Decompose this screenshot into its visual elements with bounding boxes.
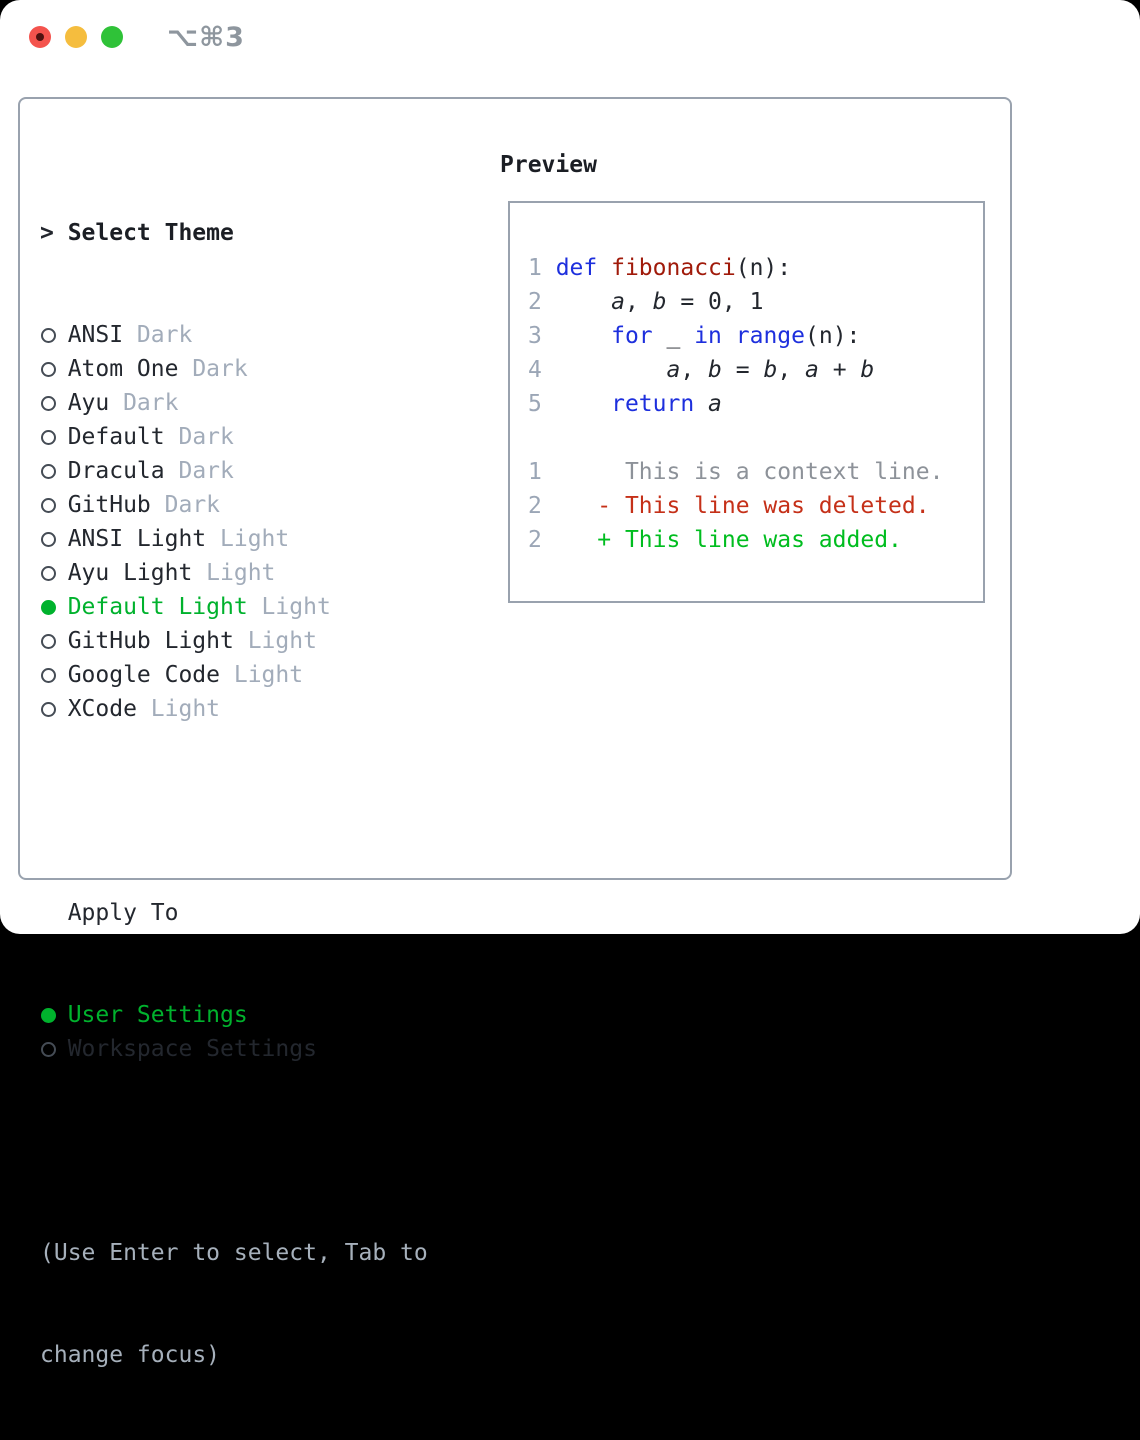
option-label: Ayu bbox=[67, 390, 110, 416]
line-number: 3 bbox=[528, 323, 556, 349]
radio-icon bbox=[40, 998, 68, 1032]
option-variant-label: Dark bbox=[164, 458, 234, 484]
option-label: Ayu Light bbox=[67, 560, 193, 586]
theme-option-google-code[interactable]: Google Code Light bbox=[40, 658, 428, 692]
apply-option-workspace-settings[interactable]: Workspace Settings bbox=[40, 1032, 428, 1066]
preview-code-line: 5 return a bbox=[528, 391, 722, 417]
close-button-dot bbox=[36, 33, 44, 41]
preview-pane: 1 def fibonacci(n): 2 a, b = 0, 1 3 for _ … bbox=[508, 201, 985, 603]
option-variant-label: Dark bbox=[123, 322, 193, 348]
radio-icon bbox=[40, 352, 68, 386]
theme-option-ayu[interactable]: Ayu Dark bbox=[40, 386, 428, 420]
theme-option-dracula[interactable]: Dracula Dark bbox=[40, 454, 428, 488]
app-window: ⌥⌘3 > Select Theme ANSI Dark Atom One Dar… bbox=[0, 0, 1140, 1368]
theme-option-default[interactable]: Default Dark bbox=[40, 420, 428, 454]
line-number: 1 bbox=[528, 255, 556, 281]
radio-icon bbox=[40, 522, 68, 556]
preview-code: 1 def fibonacci(n): 2 a, b = 0, 1 3 for _ … bbox=[528, 251, 943, 557]
option-label: GitHub Light bbox=[67, 628, 234, 654]
option-variant-label: Light bbox=[136, 696, 221, 722]
theme-option-github-light[interactable]: GitHub Light Light bbox=[40, 624, 428, 658]
window-title: ⌥⌘3 bbox=[167, 22, 245, 53]
option-variant-label: Dark bbox=[109, 390, 179, 416]
spacer-row bbox=[40, 794, 428, 828]
option-label: Atom One bbox=[67, 356, 179, 382]
radio-icon bbox=[40, 658, 68, 692]
option-label: XCode bbox=[67, 696, 137, 722]
option-variant-label: Dark bbox=[164, 424, 234, 450]
option-label: Default bbox=[67, 424, 165, 450]
option-variant-label: Light bbox=[206, 526, 290, 552]
select-theme-header: > Select Theme bbox=[40, 216, 428, 250]
radio-icon bbox=[40, 454, 68, 488]
theme-option-atom-one[interactable]: Atom One Dark bbox=[40, 352, 428, 386]
line-number: 2 bbox=[528, 493, 556, 519]
theme-picker-panel: > Select Theme ANSI Dark Atom One Dark Ay… bbox=[18, 97, 1012, 1368]
option-label: Workspace Settings bbox=[67, 1036, 317, 1062]
preview-code-line bbox=[528, 421, 943, 455]
theme-option-xcode[interactable]: XCode Light bbox=[40, 692, 428, 726]
option-label: ANSI Light bbox=[67, 526, 207, 552]
theme-option-default-light[interactable]: Default Light Light bbox=[40, 590, 428, 624]
preview-code-line: 4 a, b = b, a + b bbox=[528, 357, 875, 383]
select-theme-title: Select Theme bbox=[67, 220, 234, 246]
preview-title: Preview bbox=[500, 152, 597, 178]
theme-option-github[interactable]: GitHub Dark bbox=[40, 488, 428, 522]
title-bar: ⌥⌘3 bbox=[0, 0, 1140, 74]
selection-arrow: > bbox=[40, 220, 54, 246]
theme-picker-left-column: > Select Theme ANSI Dark Atom One Dark Ay… bbox=[40, 148, 428, 1440]
apply-to-header: Apply To bbox=[40, 896, 428, 930]
preview-code-line: 1 This is a context line. bbox=[528, 459, 944, 485]
minimize-button[interactable] bbox=[65, 26, 87, 48]
spacer-row bbox=[40, 1134, 428, 1168]
apply-to-title: Apply To bbox=[67, 900, 179, 926]
zoom-button[interactable] bbox=[101, 26, 123, 48]
theme-list: ANSI Dark Atom One Dark Ayu Dark Default… bbox=[40, 318, 428, 726]
line-number: 2 bbox=[528, 527, 556, 553]
option-variant-label: Light bbox=[247, 594, 331, 620]
radio-icon bbox=[40, 1032, 68, 1066]
line-number: 4 bbox=[528, 357, 556, 383]
option-label: Google Code bbox=[67, 662, 221, 688]
hint-line-1: (Use Enter to select, Tab to bbox=[40, 1240, 428, 1266]
option-label: User Settings bbox=[67, 1002, 248, 1028]
preview-code-line: 2 - This line was deleted. bbox=[528, 493, 930, 519]
option-label: Dracula bbox=[67, 458, 165, 484]
radio-icon bbox=[40, 488, 68, 522]
preview-code-line: 2 a, b = 0, 1 bbox=[528, 289, 764, 315]
radio-icon bbox=[40, 556, 68, 590]
preview-code-line: 1 def fibonacci(n): bbox=[528, 255, 792, 281]
apply-option-user-settings[interactable]: User Settings bbox=[40, 998, 428, 1032]
line-number: 2 bbox=[528, 289, 556, 315]
line-number: 1 bbox=[528, 459, 556, 485]
radio-icon bbox=[40, 624, 68, 658]
theme-option-ayu-light[interactable]: Ayu Light Light bbox=[40, 556, 428, 590]
line-number: 5 bbox=[528, 391, 556, 417]
radio-icon bbox=[40, 318, 68, 352]
option-variant-label: Light bbox=[220, 662, 304, 688]
preview-code-line: 3 for _ in range(n): bbox=[528, 323, 861, 349]
option-variant-label: Light bbox=[192, 560, 276, 586]
close-button[interactable] bbox=[29, 26, 51, 48]
option-label: ANSI bbox=[67, 322, 124, 348]
apply-to-list: User Settings Workspace Settings bbox=[40, 998, 428, 1066]
radio-icon bbox=[40, 692, 68, 726]
hint-line-2: change focus) bbox=[40, 1342, 221, 1368]
option-variant-label: Dark bbox=[150, 492, 221, 518]
preview-code-line: 2 + This line was added. bbox=[528, 527, 902, 553]
radio-icon bbox=[40, 420, 68, 454]
option-variant-label: Dark bbox=[178, 356, 248, 382]
theme-option-ansi-light[interactable]: ANSI Light Light bbox=[40, 522, 428, 556]
option-label: GitHub bbox=[67, 492, 151, 518]
option-variant-label: Light bbox=[233, 628, 317, 654]
option-label: Default Light bbox=[67, 594, 248, 620]
radio-icon bbox=[40, 386, 68, 420]
theme-option-ansi[interactable]: ANSI Dark bbox=[40, 318, 428, 352]
radio-icon bbox=[40, 590, 68, 624]
